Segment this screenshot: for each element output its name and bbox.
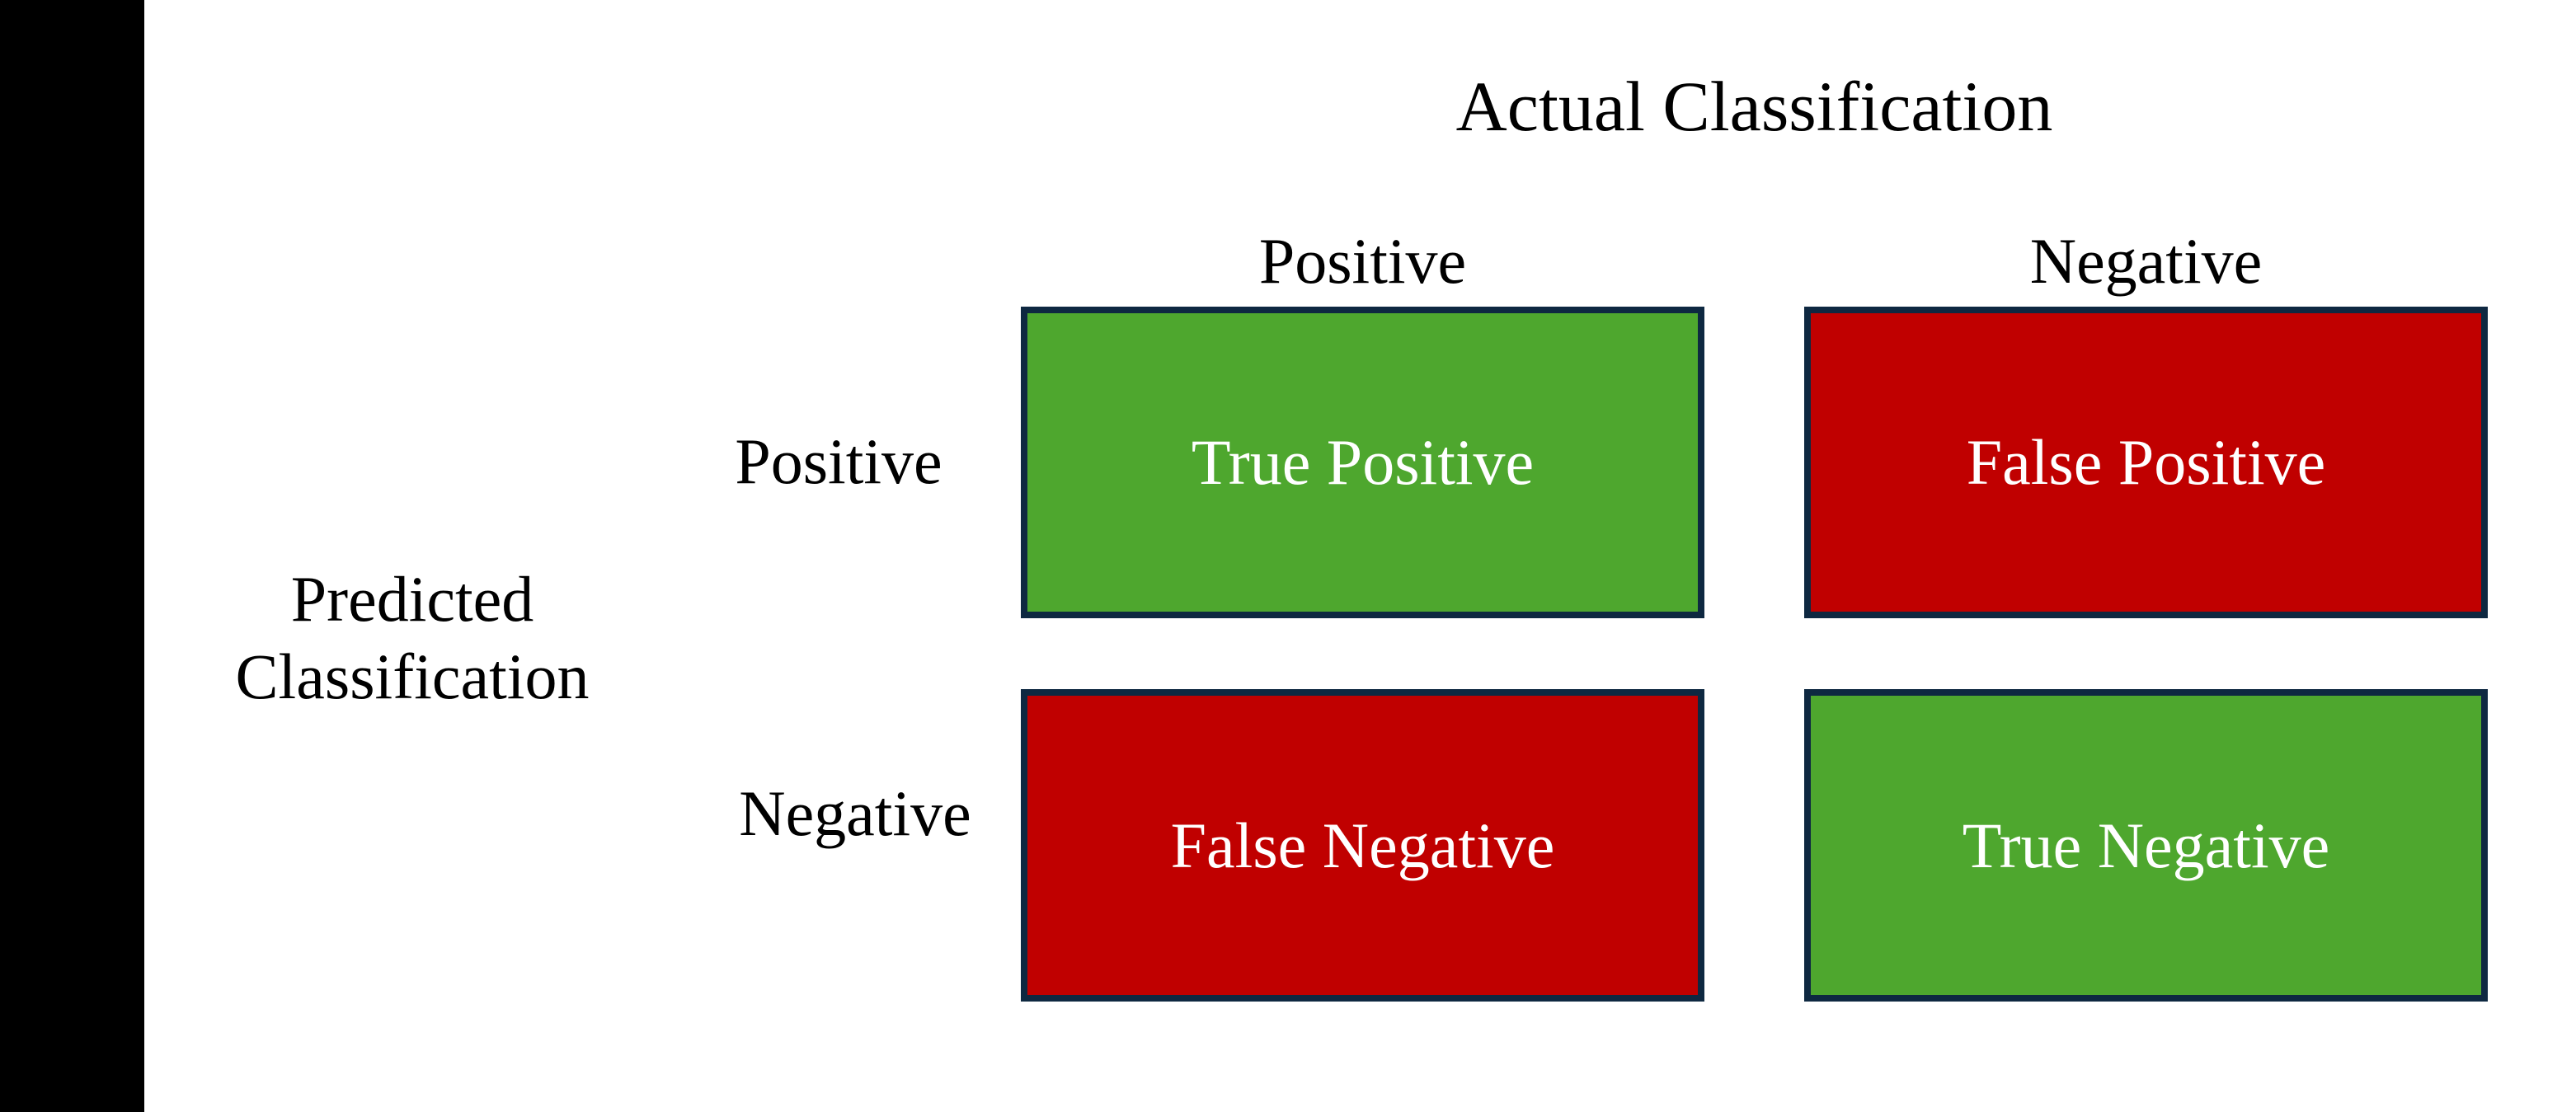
predicted-axis-title-line2: Classification — [235, 640, 590, 712]
slide-edge-bar — [0, 0, 144, 1112]
cell-false-positive: False Positive — [1804, 307, 2488, 618]
predicted-axis-title: Predicted Classification — [82, 561, 742, 716]
cell-true-positive: True Positive — [1021, 307, 1704, 618]
cell-true-negative: True Negative — [1804, 689, 2488, 1002]
cell-false-negative: False Negative — [1021, 689, 1704, 1002]
row-header-positive: Positive — [735, 425, 942, 497]
predicted-axis-title-line1: Predicted — [290, 563, 534, 635]
actual-axis-title: Actual Classification — [1455, 67, 2053, 146]
column-header-positive: Positive — [1258, 225, 1467, 297]
column-header-negative: Negative — [2029, 225, 2263, 297]
row-header-negative: Negative — [739, 777, 971, 849]
